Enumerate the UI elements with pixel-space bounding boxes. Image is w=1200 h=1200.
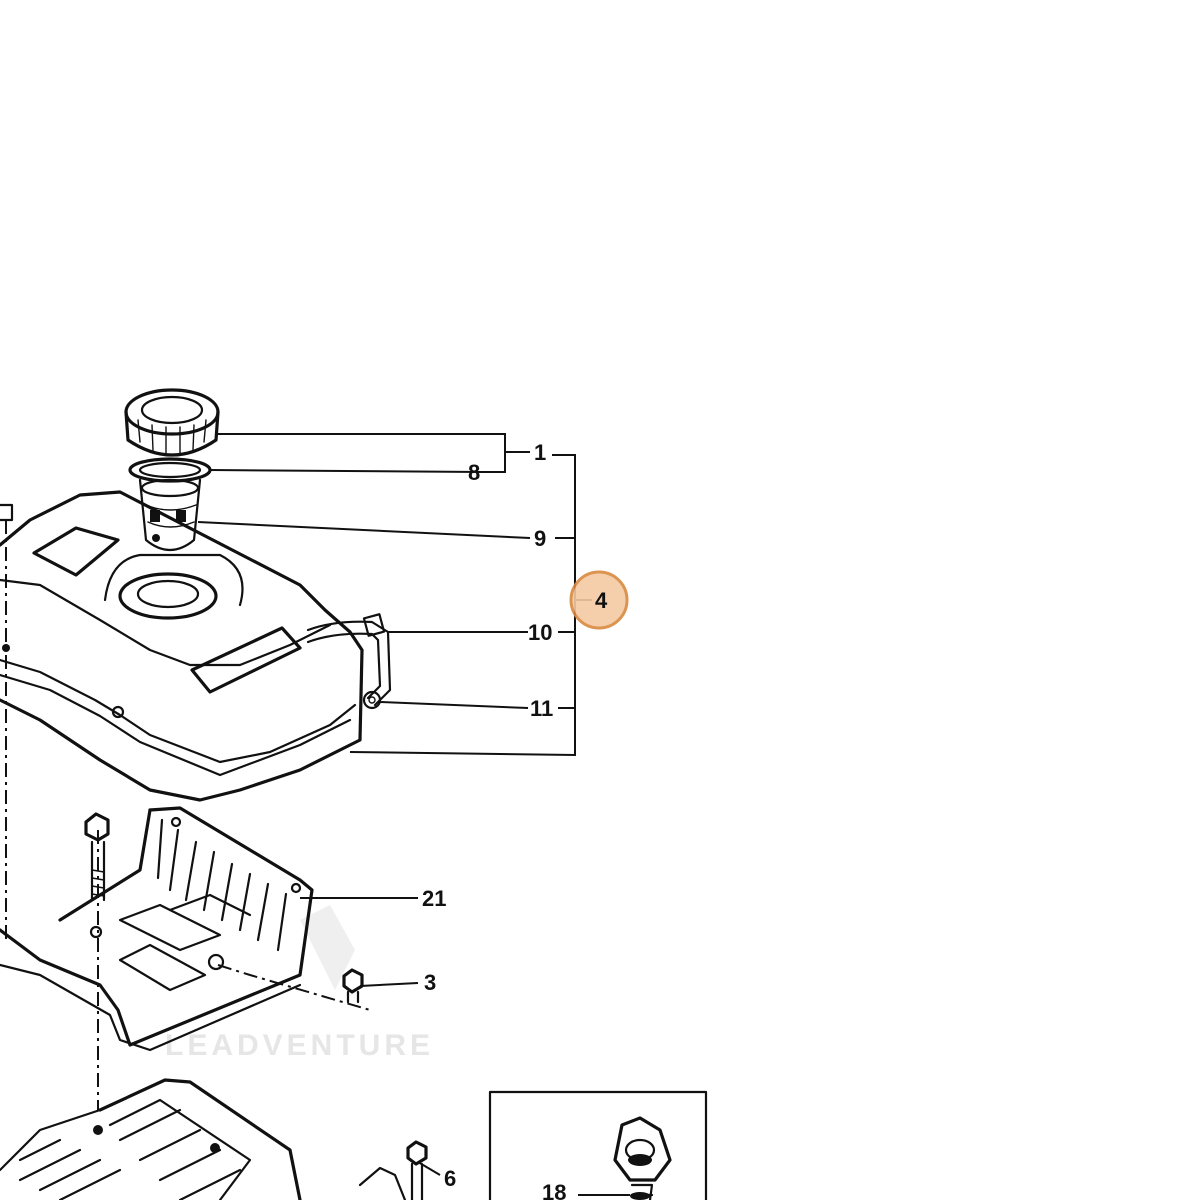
callout-1[interactable]: 6 [444,1166,456,1191]
strainer-mesh-mark-2 [176,510,186,522]
callout-9[interactable]: 9 [534,526,546,551]
hose-clip[interactable] [362,690,382,710]
callout-4[interactable]: 4 [595,588,608,613]
fuel-cock-bracket[interactable] [358,1140,428,1200]
watermark: LEADVENTURE [165,905,434,1062]
callout-labels: 1 8 9 4 10 11 21 3 6 18 [422,440,608,1200]
fuel-tank[interactable] [0,490,364,802]
fuel-hose[interactable] [306,613,392,707]
guide-lines [5,520,371,1110]
callout-21[interactable]: 21 [422,886,446,911]
watermark-text: LEADVENTURE [165,1029,434,1062]
engine-head [0,1078,302,1200]
callout-6[interactable]: 1 [534,440,546,465]
fuel-cock[interactable] [613,1116,672,1200]
fuel-cap[interactable] [124,388,220,457]
cap-gasket[interactable] [128,457,212,483]
callout-4-highlight[interactable] [569,570,629,630]
callout-11[interactable]: 11 [530,696,553,721]
callout-10[interactable]: 10 [528,620,552,645]
callout-8[interactable]: 8 [468,460,480,485]
fuel-strainer[interactable] [138,478,202,552]
mount-bolt[interactable] [342,968,364,1004]
callout-18[interactable]: 18 [542,1180,566,1200]
leader-lines [197,433,630,1196]
inset-box [488,1090,708,1200]
watermark-logo [300,905,355,990]
callout-3[interactable]: 3 [424,970,436,995]
tank-mount-bracket[interactable] [0,806,314,1052]
tank-bolt[interactable] [84,812,110,902]
strainer-mesh-mark [150,510,160,522]
